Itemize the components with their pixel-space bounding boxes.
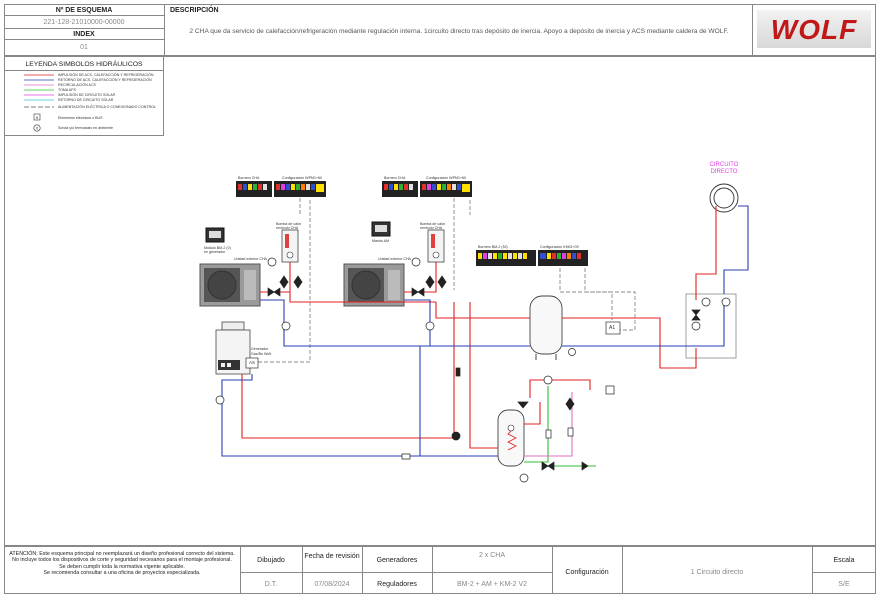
- legend-title: LEYENDA SIMBOLOS HIDRÁULICOS: [25, 61, 143, 68]
- header-hline-3: [4, 39, 164, 40]
- legend-item-6: ALIMENTACIÓN ELÉCTRICA O CONEXIONADO CON…: [58, 105, 156, 109]
- svg-text:X: X: [36, 115, 39, 120]
- footer-frame: [4, 546, 876, 594]
- bornero-cha-1-label: Bornero CHA: [238, 176, 260, 180]
- dibujado-label: Dibujado: [257, 557, 285, 564]
- terminal-block-cha-1: [236, 181, 326, 197]
- generador-label-2: Gas/Bo Wolf: [251, 352, 272, 356]
- control-wiring: [252, 198, 636, 363]
- description-text: 2 CHA que da servicio de calefacción/ref…: [189, 28, 729, 35]
- generadores-value: 2 x CHA: [478, 552, 506, 559]
- svg-text:X: X: [36, 127, 39, 131]
- as-box: [245, 357, 259, 369]
- am-control-display: [371, 221, 391, 237]
- header-hline-2: [4, 28, 164, 29]
- bomba-cha-1-label: Bomba de calor recirculo CHA: [276, 222, 302, 230]
- wolf-logo: WOLF: [757, 10, 871, 48]
- bornero-bm-label: Bornero BM-2 (52): [478, 245, 508, 249]
- header-frame: [4, 4, 876, 56]
- scheme-number-value: 221-128-21010000-00000: [43, 19, 125, 26]
- legend-title-divider: [4, 70, 164, 71]
- a1-box: [605, 321, 621, 335]
- footer-div-7: [812, 546, 813, 594]
- diagram-frame: [4, 56, 876, 546]
- outdoor-unit-cha-2: [343, 263, 405, 307]
- circuit-label-2: DIRECTO: [710, 169, 738, 175]
- escala-label: Escala: [833, 557, 855, 564]
- footer-warning: ATENCIÓN: Este esquema principal no reem…: [6, 551, 238, 577]
- configuracion-value: 1 Circuito directo: [690, 569, 744, 576]
- header-hline-1: [4, 15, 164, 16]
- recirculation-pipes: [524, 392, 573, 457]
- direct-circuit-emitter: [709, 183, 739, 213]
- config-km-label: Configuración KM01+09: [540, 245, 579, 249]
- fecha-label: Fecha de revisión: [304, 553, 360, 560]
- unidad-exterior-2-label: Unidad exterior CHA: [378, 257, 411, 261]
- return-pipes: [221, 205, 749, 457]
- a1-label: A1: [609, 325, 616, 331]
- reguladores-label: Reguladores: [377, 581, 417, 588]
- cold-water-pipes: [524, 386, 596, 467]
- index-label: INDEX: [73, 31, 95, 38]
- configuracion-label: Configuración: [565, 569, 609, 576]
- bornero-cha-2-label: Bornero CHA: [384, 176, 406, 180]
- legend-item-4: IMPULSIÓN DE CIRCUITO SOLAR: [58, 93, 116, 97]
- legend-item-0: IMPULSIÓN DE ACS, CALEFACCIÓN Y REFRIGER…: [58, 73, 154, 77]
- footer-div-5: [552, 546, 553, 594]
- footer-div-6: [622, 546, 623, 594]
- mando-am-label: Mando AM: [372, 239, 390, 243]
- index-value: 01: [80, 44, 88, 51]
- legend-item-1: RETORNO DE ACS, CALEFACCIÓN Y REFRIGERAC…: [58, 78, 152, 82]
- hydraulic-components: [215, 257, 731, 483]
- legend-item-2: RECIRCULACIÓN ACS: [58, 83, 96, 87]
- terminal-block-cha-2: [382, 181, 472, 197]
- bomba-cha-2-label: Bomba de calor recirculo CHA: [420, 222, 446, 230]
- fecha-value: 07/08/2024: [314, 581, 350, 588]
- warning-line-4: Se recomienda consultar a una oficina de…: [43, 570, 201, 577]
- indoor-module-cha-1: [281, 229, 299, 263]
- circuit-label-1: CIRCUITO: [709, 162, 739, 168]
- legend-item-8: Sonda y/o termostato en ámbiente: [58, 126, 113, 130]
- warning-line-1: ATENCIÓN: Este esquema principal no reem…: [9, 551, 235, 557]
- header-divider-1: [164, 4, 165, 56]
- config-1-label: Configuración WPM1+60: [282, 176, 323, 180]
- warning-line-3: Se deben cumplir toda la normativa vigen…: [59, 563, 185, 570]
- unidad-exterior-1-label: Unidad exterior CHA: [234, 257, 267, 261]
- footer-div-1: [240, 546, 241, 594]
- terminal-block-bm2: [476, 250, 588, 266]
- as-label: AS: [249, 360, 256, 365]
- header-divider-logo: [752, 4, 753, 56]
- legend-item-3: TOMA AFS: [58, 88, 76, 92]
- buffer-tank: [529, 295, 563, 360]
- footer-div-3: [362, 546, 363, 594]
- generador-label-1: Generador: [251, 347, 269, 351]
- supply-pipes: [241, 206, 717, 449]
- legend-item-7: Elementos eléctricos o BUS: [58, 116, 103, 120]
- footer-div-2: [302, 546, 303, 594]
- legend-swatches: X X: [24, 74, 54, 132]
- legend-sensor-icon: [33, 124, 41, 132]
- escala-value: S/E: [838, 581, 850, 588]
- dhw-tank: [497, 409, 525, 467]
- legend-item-5: RETORNO DE CIRCUITO SOLAR: [58, 98, 114, 102]
- legend-bus-icon: [33, 113, 41, 121]
- footer-div-4: [432, 546, 433, 594]
- gas-boiler: [215, 321, 251, 375]
- config-2-label: Configuración WPM1+60: [426, 176, 467, 180]
- reguladores-value: BM-2 + AM + KM-2 V2: [456, 581, 528, 588]
- footer-hline: [240, 572, 552, 573]
- bm2-module-display: [205, 227, 225, 243]
- dibujado-value: D.T.: [264, 581, 278, 588]
- direct-circuit-module: [685, 293, 737, 359]
- description-label: DESCRIPCIÓN: [170, 7, 219, 14]
- modulo-bm-label: Módulo BM-2 (0) en generador: [204, 246, 231, 254]
- wolf-logo-text: WOLF: [770, 14, 858, 45]
- warning-line-2: No incluye todos los dispositivos de cor…: [12, 557, 232, 564]
- scheme-number-label: Nº DE ESQUEMA: [55, 7, 113, 14]
- footer-hline-escala: [812, 572, 876, 573]
- outdoor-unit-cha-1: [199, 263, 261, 307]
- indoor-module-cha-2: [427, 229, 445, 263]
- generadores-label: Generadores: [376, 557, 418, 564]
